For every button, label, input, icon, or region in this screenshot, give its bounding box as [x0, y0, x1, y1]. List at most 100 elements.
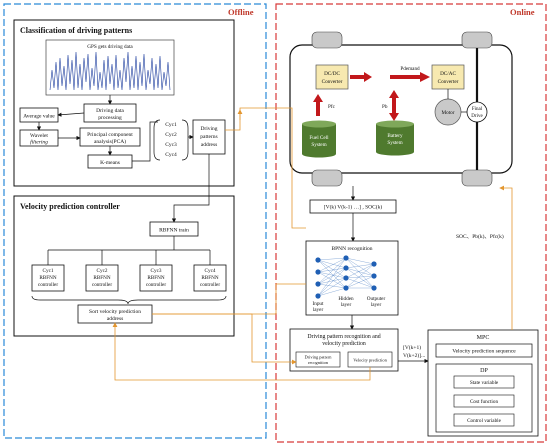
pattern-recognition-label-2: recognition — [308, 360, 329, 365]
offline-region — [3, 3, 267, 439]
battery-label-1: Battery — [387, 133, 403, 139]
cycles-left-brace — [153, 119, 161, 161]
controller-3-line-2: RBFNN — [147, 275, 165, 281]
pdemand-arrow — [350, 72, 372, 82]
rbfnn-train-label: RBFNN train — [159, 228, 189, 234]
final-drive-label-1: Final — [472, 107, 483, 112]
rbfnn-controller-1: Cyc1 RBFNN controller — [31, 264, 65, 292]
average-value-label: Average value — [23, 114, 55, 120]
link-velocity-back — [112, 322, 371, 381]
future-velocity-label-1: [V(k+1) — [403, 344, 421, 351]
bpnn-title: BPNN recognition — [331, 246, 372, 252]
pb-arrow — [389, 90, 399, 121]
pdemand-label: Pdemand — [400, 66, 420, 72]
controller-3-line-3: controller — [146, 282, 166, 288]
wheel-front-left — [311, 31, 343, 49]
state-variable-label: State variable — [470, 380, 499, 386]
rbfnn-controller-2: Cyc2 RBFNN controller — [85, 264, 119, 292]
gps-signal-trace — [49, 51, 171, 91]
wheel-rear-left — [311, 169, 343, 187]
neuron-nodes — [315, 255, 377, 299]
control-variable-box — [453, 413, 515, 427]
motor-label: Motor — [442, 110, 455, 116]
link-mpc-to-vehicle — [499, 185, 513, 330]
battery-label-2: System — [387, 140, 402, 146]
kmeans-to-cycles-brace — [132, 121, 158, 162]
controller-1-line-3: controller — [38, 282, 58, 288]
pfc-label: Pfc — [328, 103, 336, 110]
kmeans-label: K-means — [100, 160, 120, 166]
neural-network-graphic — [317, 257, 375, 297]
pdemand-arrow-right — [390, 72, 430, 82]
patterns-address-label-1: Driving — [200, 126, 217, 132]
data-processing-label-2: processing — [98, 115, 122, 121]
cycle-label-3: Cyc3 — [165, 142, 177, 148]
link-address-horizontal — [225, 109, 243, 131]
velocity-sequence-label: Velocity prediction sequence — [452, 349, 516, 355]
recognition-title-1: Driving pattern recognition and — [307, 334, 380, 340]
wheel-rear-right — [461, 169, 493, 187]
dcdc-label-1: DC/DC — [324, 71, 340, 77]
mpc-title: MPC — [477, 335, 490, 341]
input-vector-label: [V(k) V(k-1) …] , SOC(k) — [324, 204, 383, 211]
pattern-recognition-label-1: Driving pattern — [305, 355, 333, 360]
controller-1-line-1: Cyc1 — [43, 268, 54, 274]
dcac-label-2: Converter — [438, 79, 459, 85]
state-variable-box — [453, 375, 515, 389]
controller-2-line-2: RBFNN — [93, 275, 111, 281]
orange-connectors — [112, 107, 513, 381]
pfc-arrow — [313, 94, 323, 116]
pattern-recognition-subbox — [295, 351, 341, 368]
bpnn-output-label-2: layer — [371, 302, 382, 308]
final-drive — [466, 101, 488, 123]
dcac-label-1: DC/AC — [440, 71, 456, 77]
velocity-prediction-label: Velocity prediction — [353, 358, 387, 363]
bpnn-hidden-label-1: Hidden — [338, 296, 354, 302]
classification-title: Classification of driving patterns — [20, 26, 132, 35]
fuel-cell-system: Fuel Cell System — [302, 120, 336, 158]
soc-feedback-label: SOC、Pb(k)、Pfc(k) — [456, 233, 504, 240]
sort-address-label-2: address — [107, 316, 124, 322]
velocity-title: Velocity prediction controller — [20, 202, 120, 211]
bpnn-input-label-1: Input — [313, 301, 325, 307]
pca-label-2: analysis(PCA) — [94, 138, 126, 145]
dcdc-converter — [315, 64, 349, 90]
fuel-cell-label-1: Fuel Cell — [309, 135, 329, 141]
arrow-address-to-rbfnn — [171, 154, 210, 223]
gps-chart-label: GPS gets driving data — [87, 44, 133, 50]
rbfnn-controller-4: Cyc4 RBFNN controller — [193, 264, 227, 292]
controller-4-line-2: RBFNN — [201, 275, 219, 281]
controller-1-line-2: RBFNN — [39, 275, 57, 281]
future-velocity-label-2: V(k+2)]... — [403, 352, 426, 359]
rbfnn-controller-3: Cyc3 RBFNN controller — [139, 264, 173, 292]
link-bpnn-to-sort — [152, 283, 306, 315]
controllers-brace — [31, 295, 227, 305]
dcac-converter — [431, 64, 465, 90]
controller-4-line-1: Cyc4 — [205, 268, 216, 274]
cost-function-box — [453, 394, 515, 408]
dcdc-label-2: Converter — [322, 79, 343, 85]
bpnn-output-label-1: Outputer — [367, 296, 386, 302]
controller-3-line-1: Cyc3 — [151, 268, 162, 274]
controller-2-line-1: Cyc2 — [97, 268, 108, 274]
wavelet-label-2: filtering — [30, 139, 48, 146]
velocity-sequence-box — [435, 343, 533, 358]
cycle-label-2: Cyc2 — [165, 132, 177, 138]
arrow-processing-to-average — [57, 112, 85, 117]
sort-address-label-1: Sort velocity prediction — [89, 309, 141, 315]
rbfnn-distribution-lines — [47, 236, 211, 265]
pca-label-1: Principal component — [87, 132, 133, 138]
control-variable-label: Control variable — [467, 418, 502, 424]
cycles-right-brace — [181, 119, 189, 161]
final-drive-label-2: Drive — [471, 114, 483, 119]
bpnn-hidden-label-2: layer — [341, 302, 352, 308]
fuel-cell-label-2: System — [311, 142, 326, 148]
dp-title: DP — [480, 368, 488, 374]
controller-2-line-3: controller — [92, 282, 112, 288]
patterns-address-label-3: address — [201, 142, 218, 148]
offline-title: Offline — [228, 7, 254, 17]
patterns-address-label-2: patterns — [200, 134, 217, 140]
online-region — [275, 3, 547, 443]
